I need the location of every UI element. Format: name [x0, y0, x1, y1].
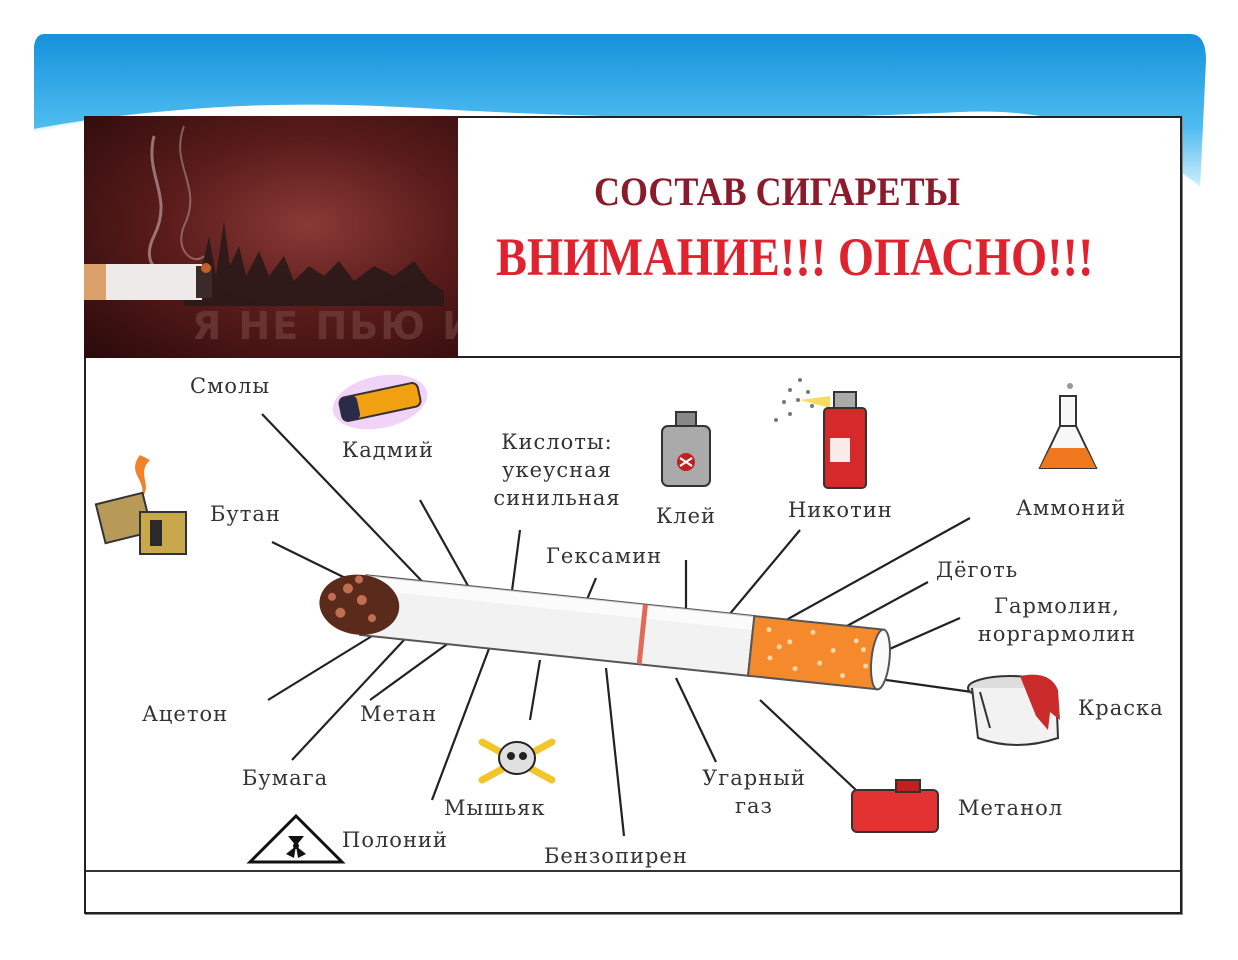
label-kisloty-line3: синильная	[493, 486, 621, 510]
lighter-icon	[94, 455, 187, 555]
label-benzopiren: Бензопирен	[544, 844, 688, 868]
label-metan: Метан	[360, 702, 438, 726]
label-kisloty-line1: Кислоты:	[501, 430, 613, 454]
label-garmolin-line1: Гармолин,	[994, 594, 1120, 618]
label-garmolin: Гармолин, норгармолин	[962, 592, 1152, 648]
label-bumaga: Бумага	[242, 766, 329, 790]
footer-band	[86, 870, 1180, 910]
radiation-icon	[246, 813, 346, 864]
label-geksamin: Гексамин	[546, 544, 663, 568]
title-box: СОСТАВ СИГАРЕТЫ ВНИМАНИЕ!!! ОПАСНО!!!	[458, 116, 1182, 358]
label-ugarny-line2: газ	[735, 794, 773, 818]
flask-icon	[1038, 383, 1098, 469]
label-klei: Клей	[656, 504, 717, 528]
label-metanol: Метанол	[958, 796, 1064, 820]
label-poloniy: Полоний	[342, 828, 448, 852]
title-heading: СОСТАВ СИГАРЕТЫ	[593, 169, 961, 214]
label-kisloty-line2: укеусная	[502, 458, 612, 482]
label-butan: Бутан	[210, 502, 281, 526]
label-smoly: Смолы	[190, 374, 271, 398]
label-ugarny-line1: Угарный	[702, 766, 806, 790]
leader-lines	[261, 413, 973, 837]
cigarette-icon	[319, 574, 891, 691]
poison-skull-icon	[478, 738, 556, 784]
fuel-canister-icon	[851, 779, 939, 833]
label-kraska: Краска	[1078, 696, 1164, 720]
paint-can-icon	[967, 674, 1060, 746]
warning-heading: ВНИМАНИЕ!!! ОПАСНО!!!	[496, 227, 1094, 287]
label-nikotin: Никотин	[788, 498, 893, 522]
label-garmolin-line2: норгармолин	[977, 622, 1137, 646]
glue-bottle-icon	[661, 411, 711, 487]
label-myshyak: Мышьяк	[444, 796, 546, 820]
label-ammoniy: Аммоний	[1016, 496, 1127, 520]
label-ugarny-gaz: Угарный газ	[684, 764, 824, 820]
battery-icon	[332, 374, 428, 430]
label-kisloty: Кислоты: укеусная синильная	[482, 428, 632, 512]
label-degot: Дёготь	[936, 558, 1019, 582]
label-kadmiy: Кадмий	[342, 438, 435, 462]
spray-can-icon	[774, 378, 867, 489]
photo-watermark: Я НЕ ПЬЮ И	[192, 304, 458, 348]
header-photo: Я НЕ ПЬЮ И	[84, 116, 458, 358]
label-aceton: Ацетон	[142, 702, 229, 726]
